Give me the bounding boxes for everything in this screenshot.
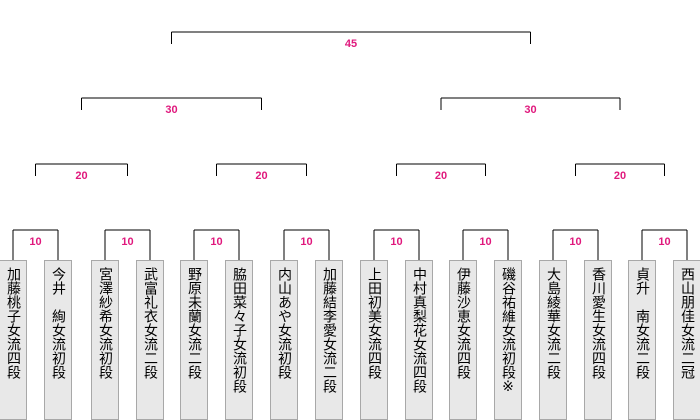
player-name: 脇田菜々子女流初段 xyxy=(231,267,247,393)
player-box-14: 香川愛生女流四段 xyxy=(584,260,612,420)
round1-score-8: 10 xyxy=(658,236,671,248)
player-name: 内山あや女流初段 xyxy=(276,267,292,379)
round2-score-1: 20 xyxy=(75,170,88,182)
player-box-9: 上田初美女流四段 xyxy=(360,260,388,420)
player-name: 香川愛生女流四段 xyxy=(590,267,606,379)
player-box-7: 内山あや女流初段 xyxy=(270,260,298,420)
player-name: 今井 絢女流初段 xyxy=(50,267,66,379)
player-name: 野原未蘭女流二段 xyxy=(186,267,202,379)
round2-score-2: 20 xyxy=(255,170,268,182)
player-box-10: 中村真梨花女流四段 xyxy=(405,260,433,420)
player-box-13: 大島綾華女流二段 xyxy=(539,260,567,420)
round1-score-5: 10 xyxy=(390,236,403,248)
player-name: 加藤結李愛女流二段 xyxy=(321,267,337,393)
player-box-3: 宮澤紗希女流初段 xyxy=(91,260,119,420)
player-box-5: 野原未蘭女流二段 xyxy=(180,260,208,420)
player-box-4: 武富礼衣女流二段 xyxy=(136,260,164,420)
player-box-12: 磯谷祐維女流初段※ xyxy=(494,260,522,420)
player-box-6: 脇田菜々子女流初段 xyxy=(225,260,253,420)
player-box-2: 今井 絢女流初段 xyxy=(44,260,72,420)
player-name: 伊藤沙恵女流四段 xyxy=(455,267,471,379)
player-name: 加藤桃子女流四段 xyxy=(5,267,21,379)
round3-score-1: 30 xyxy=(165,104,178,116)
player-name: 宮澤紗希女流初段 xyxy=(97,267,113,379)
player-name: 上田初美女流四段 xyxy=(366,267,382,379)
player-box-15: 貞升 南女流二段 xyxy=(628,260,656,420)
player-name: 中村真梨花女流四段 xyxy=(411,267,427,393)
round1-score-3: 10 xyxy=(210,236,223,248)
player-box-11: 伊藤沙恵女流四段 xyxy=(449,260,477,420)
player-name: 貞升 南女流二段 xyxy=(634,267,650,379)
player-box-16: 西山朋佳女流二冠 xyxy=(673,260,700,420)
final-score: 45 xyxy=(344,38,358,50)
player-box-1: 加藤桃子女流四段 xyxy=(0,260,27,420)
player-name: 大島綾華女流二段 xyxy=(545,267,561,379)
round2-score-4: 20 xyxy=(613,170,627,182)
round1-score-7: 10 xyxy=(569,236,582,248)
round1-score-2: 10 xyxy=(121,236,134,248)
round2-score-3: 20 xyxy=(434,170,448,182)
player-box-8: 加藤結李愛女流二段 xyxy=(315,260,343,420)
round3-score-2: 30 xyxy=(524,104,537,116)
round1-score-1: 10 xyxy=(29,236,42,248)
round1-score-6: 10 xyxy=(479,236,492,248)
round1-score-4: 10 xyxy=(300,236,313,248)
player-name: 武富礼衣女流二段 xyxy=(142,267,158,379)
player-name: 西山朋佳女流二冠 xyxy=(679,267,695,379)
player-name: 磯谷祐維女流初段※ xyxy=(500,267,516,395)
